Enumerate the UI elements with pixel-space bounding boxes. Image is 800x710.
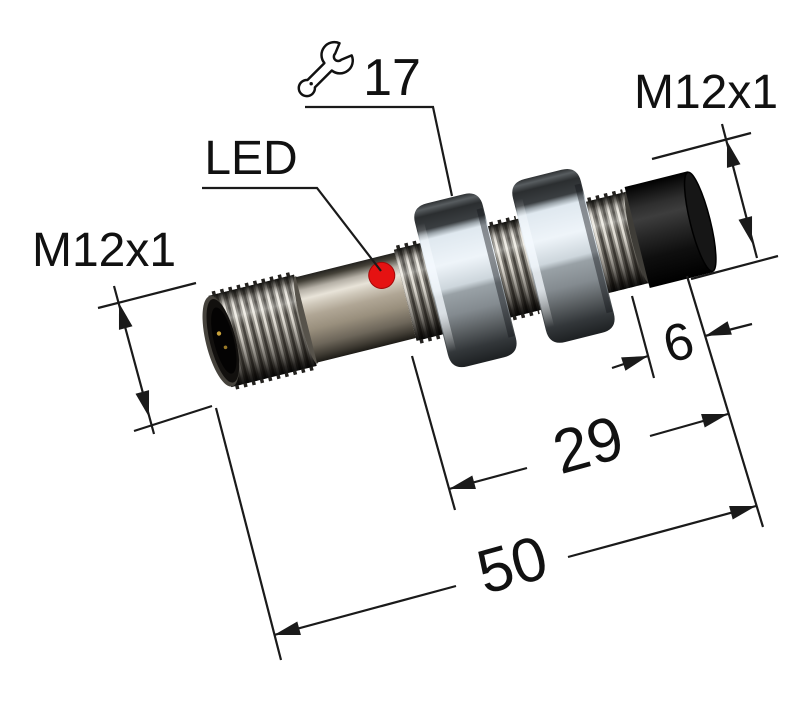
front-thread-label: M12x1 bbox=[32, 224, 176, 277]
hex-nut-rear bbox=[512, 169, 615, 343]
thread-crests bbox=[395, 240, 419, 250]
tick-line bbox=[690, 254, 779, 281]
nut-edge-highlight bbox=[514, 198, 555, 329]
connector-housing bbox=[624, 171, 717, 288]
extension-line bbox=[630, 295, 656, 379]
dimension-line bbox=[567, 504, 757, 559]
arrowhead bbox=[135, 390, 156, 419]
tick-line bbox=[651, 131, 752, 161]
led-label: LED bbox=[204, 132, 297, 185]
arrowhead bbox=[738, 216, 759, 245]
arrowhead bbox=[720, 139, 741, 168]
led-callout: LED bbox=[202, 132, 382, 272]
nut-edge-highlight bbox=[416, 222, 457, 353]
nut-body bbox=[414, 193, 517, 368]
arrowhead bbox=[447, 475, 476, 496]
wrench-icon bbox=[297, 40, 354, 98]
nut-edge-shadow bbox=[574, 183, 613, 314]
arrowhead bbox=[621, 349, 651, 371]
arrowhead bbox=[701, 407, 730, 428]
thread-crests bbox=[235, 365, 316, 390]
arrowhead bbox=[729, 499, 758, 520]
front-recess bbox=[211, 307, 237, 374]
barrel-section bbox=[295, 252, 416, 363]
arrowhead bbox=[112, 301, 133, 330]
extension-line bbox=[410, 355, 457, 511]
nut-body bbox=[512, 169, 615, 343]
sensor-body bbox=[202, 169, 717, 390]
dim-thread-length: 29 bbox=[410, 355, 730, 511]
dim-front-thread: M12x1 bbox=[32, 224, 213, 435]
hex-nut-front bbox=[414, 193, 517, 368]
wrench-callout: 17 bbox=[297, 40, 454, 197]
dim-connector-thread: M12x1 bbox=[634, 66, 779, 281]
dim-total-length: 50 bbox=[214, 407, 758, 661]
dim-rear-thread-exposed: 6 bbox=[611, 295, 753, 379]
thread-crests bbox=[419, 334, 442, 344]
tick-line bbox=[97, 281, 197, 310]
dim-50-label: 50 bbox=[470, 523, 555, 608]
sensor-front-face bbox=[202, 296, 240, 387]
extension-line-housing-end bbox=[685, 275, 765, 528]
led-indicator bbox=[368, 261, 396, 289]
wrench-size-label: 17 bbox=[363, 49, 421, 107]
dim-29-label: 29 bbox=[546, 403, 631, 488]
connector-pin bbox=[216, 331, 222, 336]
extension-line bbox=[214, 407, 283, 661]
connector-pin bbox=[223, 345, 228, 350]
dim-6-label: 6 bbox=[657, 311, 700, 375]
wrench-leader-line bbox=[305, 105, 454, 197]
thread-crests bbox=[211, 271, 293, 296]
nut-edge-shadow bbox=[476, 208, 515, 338]
thread-crests bbox=[587, 189, 624, 202]
connector-end-face bbox=[683, 171, 717, 273]
wrench-hole bbox=[309, 81, 313, 86]
wrench-glyph bbox=[297, 40, 354, 98]
tick-line bbox=[133, 404, 213, 433]
dimension-line bbox=[273, 584, 457, 637]
led-leader-line bbox=[202, 186, 382, 272]
connector-thread-label: M12x1 bbox=[634, 66, 778, 119]
annotations: 17 M12x1 LED M12x1 bbox=[32, 40, 779, 661]
